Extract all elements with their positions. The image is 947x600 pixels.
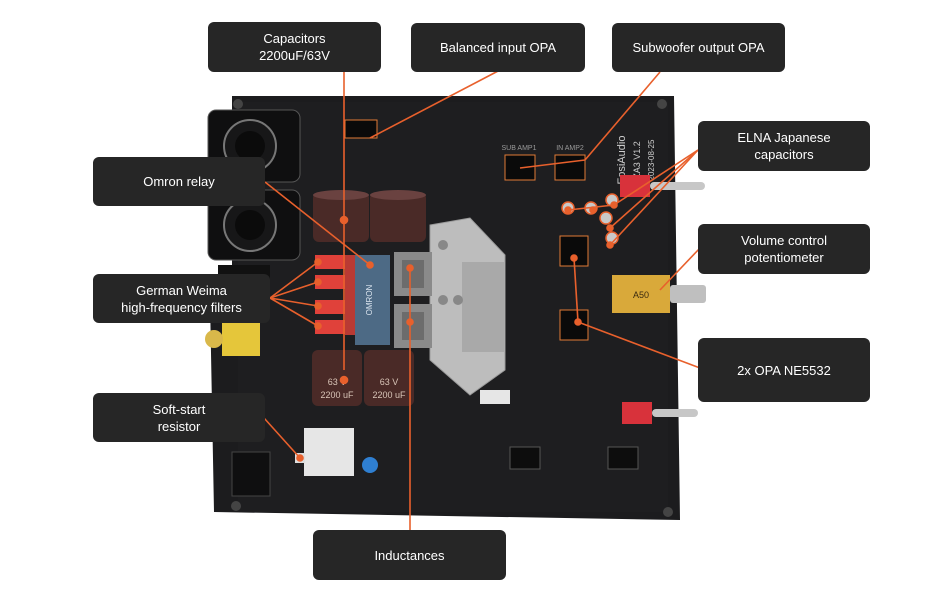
board-model: ZA3 V1.2: [632, 141, 642, 179]
brand-silkscreen: FosiAudio ZA3 V1.2 2023-08-25: [616, 136, 656, 185]
main-capacitors-bottom: 63 V 2200 uF 63 V 2200 uF: [312, 350, 414, 406]
cap-value-b: 2200 uF: [372, 390, 406, 400]
cap-label-a: 63 V: [328, 377, 347, 387]
callout-inductances: Inductances: [313, 530, 506, 580]
volume-potentiometer: A50: [612, 275, 706, 313]
relay-brand: OMRON: [365, 284, 374, 315]
pot-label: A50: [633, 290, 649, 300]
board-date: 2023-08-25: [647, 139, 656, 180]
opamp-sockets-ne5532: [559, 235, 589, 341]
cap-label-b: 63 V: [380, 377, 399, 387]
leader-subwoofer-opa: [584, 71, 661, 161]
callout-balanced-input-opa: Balanced input OPA: [411, 23, 585, 72]
brand-name: FosiAudio: [616, 136, 628, 185]
callout-elna-capacitors: ELNA Japanese capacitors: [698, 121, 870, 171]
silk-sub-amp: SUB AMP1: [501, 145, 536, 152]
leader-lines: [263, 69, 701, 530]
weima-filter-caps: [315, 255, 355, 335]
omron-relays: OMRON: [355, 255, 390, 345]
leader-soft-start: [263, 417, 301, 459]
power-section: [231, 428, 378, 497]
leader-elna: [613, 149, 699, 206]
callout-omron-relay: Omron relay: [93, 157, 265, 206]
callout-weima-filters: German Weima high-frequency filters: [93, 274, 270, 323]
heatsink: [429, 217, 506, 396]
callout-capacitors: Capacitors 2200uF/63V: [208, 22, 381, 72]
cap-value-a: 2200 uF: [320, 390, 354, 400]
leader-weima-a: [269, 261, 319, 299]
leader-omron: [264, 181, 371, 266]
lower-right-components: [480, 390, 639, 470]
callout-volume-potentiometer: Volume control potentiometer: [698, 224, 870, 274]
silk-in-amp: IN AMP2: [556, 145, 584, 152]
leader-volume: [659, 247, 701, 291]
callout-subwoofer-output-opa: Subwoofer output OPA: [612, 23, 785, 72]
opamp-sockets-top: SUB AMP1 IN AMP2: [344, 119, 586, 181]
leader-balanced-opa: [369, 69, 501, 139]
leader-ne5532: [577, 321, 701, 369]
callout-soft-start-resistor: Soft-start resistor: [93, 393, 265, 442]
callout-opa-ne5532: 2x OPA NE5532: [698, 338, 870, 402]
